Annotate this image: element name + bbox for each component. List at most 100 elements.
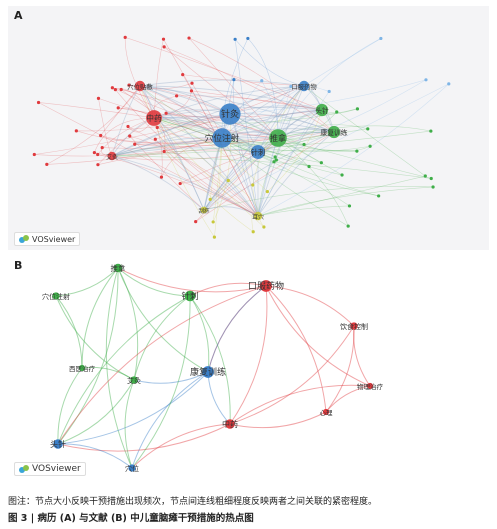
node-b (53, 439, 63, 449)
minor-node-a (431, 185, 435, 189)
minor-node-a (307, 164, 311, 169)
minor-node-a (194, 219, 198, 224)
edge-b (265, 285, 371, 387)
node-label-b: 物理治疗 (357, 382, 384, 391)
node-a (251, 145, 265, 159)
edge-a (127, 126, 259, 217)
edge-a (234, 39, 305, 87)
edge-a (188, 37, 335, 133)
minor-node-a (126, 124, 130, 129)
minor-node-a (262, 225, 266, 229)
minor-node-a (189, 89, 194, 93)
node-b (130, 376, 138, 384)
edge-b (229, 325, 355, 425)
edge-a (139, 79, 305, 87)
edge-a (257, 151, 379, 197)
edge-a (97, 149, 259, 165)
edge-a (257, 79, 427, 153)
node-label-a: 针刺 (251, 148, 266, 157)
edge-a (94, 117, 155, 153)
edge-a (153, 117, 265, 228)
edge-a (195, 131, 335, 222)
edge-a (176, 95, 323, 111)
edge-b (207, 285, 267, 373)
node-label-a: 穴位贴敷 (127, 82, 153, 91)
edge-a (111, 130, 431, 157)
minor-node-a (96, 96, 101, 100)
node-label-b: 饮食控制 (340, 322, 368, 331)
node-label-b: 头针 (50, 439, 66, 449)
edge-a (153, 116, 335, 133)
minor-node-a (190, 81, 194, 85)
edge-a (277, 137, 432, 179)
edge-a (221, 137, 343, 176)
edge-a (153, 117, 259, 153)
edge-b (325, 325, 355, 413)
minor-node-a (162, 45, 166, 49)
edge-a (111, 137, 279, 157)
edge-a (203, 83, 449, 211)
edge-a (257, 91, 330, 217)
node-b (225, 419, 235, 429)
edge-a (303, 85, 426, 177)
edge-a (233, 79, 259, 217)
node-a (327, 125, 341, 139)
minor-node-a (175, 94, 179, 98)
edge-a (139, 85, 205, 211)
edge-a (139, 85, 323, 111)
edge-a (163, 39, 259, 217)
panel-label-a: A (14, 9, 23, 22)
minor-node-a (36, 100, 41, 105)
minor-node-a (99, 133, 103, 138)
edge-a (203, 186, 434, 211)
minor-node-a (100, 145, 104, 150)
edge-a (163, 46, 279, 139)
minor-node-a (347, 204, 352, 208)
minor-node-a (265, 189, 269, 194)
minor-node-a (327, 89, 331, 94)
edge-b (133, 371, 209, 384)
edge-a (121, 89, 223, 139)
edge-b (124, 379, 135, 469)
edge-a (139, 85, 223, 139)
edge-a (139, 85, 163, 178)
edge-a (180, 131, 335, 184)
edge-a (212, 113, 232, 223)
edge-b (55, 295, 83, 369)
node-label-b: 针刺 (181, 291, 198, 302)
edge-a (34, 137, 223, 157)
edge-a (76, 130, 223, 144)
edge-a (121, 89, 279, 139)
edge-a (203, 85, 305, 211)
edge-b (325, 385, 371, 413)
node-label-a: 推拿 (270, 133, 286, 143)
edge-a (221, 85, 305, 139)
edge-b (57, 379, 135, 445)
edge-a (111, 147, 259, 157)
minor-node-a (208, 197, 212, 201)
edge-a (111, 137, 223, 157)
minor-node-a (96, 163, 100, 167)
edge-a (257, 149, 357, 153)
edge-b (57, 423, 231, 452)
minor-node-a (260, 79, 264, 83)
edge-a (277, 38, 382, 139)
edge-a (111, 113, 231, 157)
minor-node-a (128, 134, 132, 138)
node-b (113, 263, 123, 273)
edge-a (153, 117, 254, 232)
minor-node-a (74, 129, 78, 133)
edge-a (257, 175, 426, 217)
node-a (253, 211, 263, 221)
minor-node-a (447, 82, 451, 86)
edge-a (180, 137, 279, 184)
minor-node-a (246, 36, 250, 41)
edge-a (277, 125, 431, 139)
minor-node-a (212, 235, 217, 239)
edge-a (257, 131, 335, 153)
edge-a (76, 113, 231, 132)
edge-a (124, 37, 155, 119)
edge-a (203, 131, 335, 211)
minor-node-a (161, 37, 166, 41)
minor-node-a (366, 127, 370, 131)
